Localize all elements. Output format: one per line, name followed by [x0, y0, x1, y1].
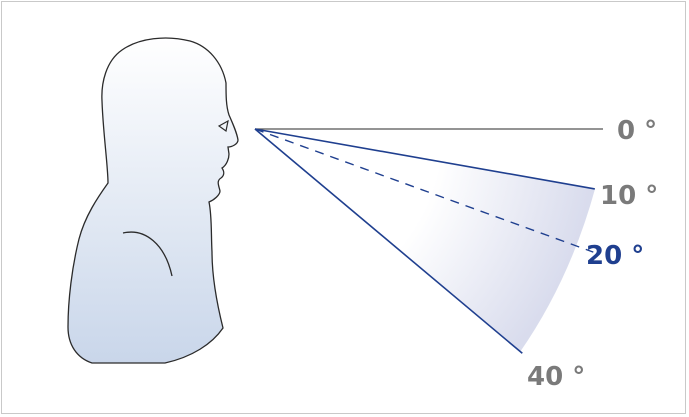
angle-label-40: 40 °: [527, 362, 585, 392]
viewing-cone-shade: [255, 129, 595, 352]
angle-label-20: 20 °: [586, 241, 644, 271]
angle-label-10: 10 °: [600, 181, 658, 211]
angle-label-0: 0 °: [617, 116, 657, 146]
head-silhouette: [68, 38, 238, 363]
